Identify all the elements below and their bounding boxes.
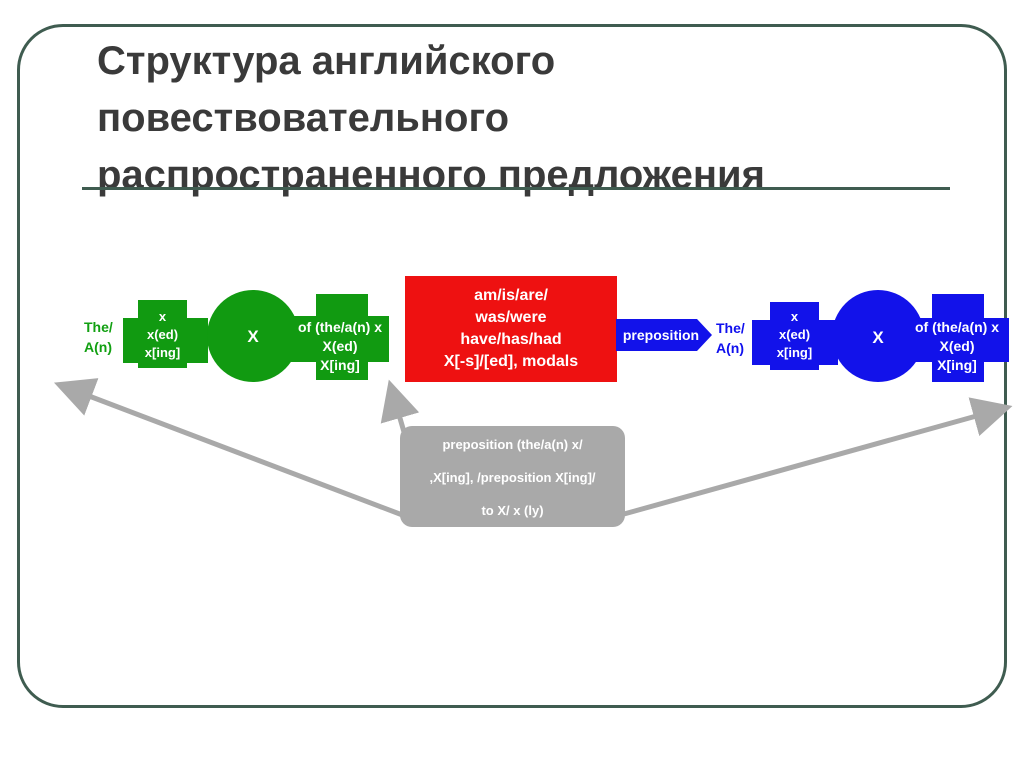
preposition-arrow-label: preposition xyxy=(622,327,700,343)
right-premodifier: x x(ed) x[ing] xyxy=(770,308,819,362)
premodifier-line: x xyxy=(790,309,799,324)
left-head-label: X xyxy=(247,327,259,346)
arrow-to-verb xyxy=(380,379,420,433)
premodifier-line: x[ing] xyxy=(776,345,813,360)
title-line: повествовательного xyxy=(97,96,510,140)
adverbial-line: preposition (the/a(n) x/ xyxy=(442,437,583,452)
adverbial-box: preposition (the/a(n) x/ ,X[ing], /prepo… xyxy=(400,428,625,527)
adverbial-line: to X/ x (ly) xyxy=(481,503,544,518)
verb-line: was/were xyxy=(475,309,547,326)
postmodifier-line: X(ed) xyxy=(322,338,358,354)
verb-line: am/is/are/ xyxy=(474,287,548,304)
right-determiner: The/ A(n) xyxy=(716,318,745,358)
right-head-circle xyxy=(832,290,924,382)
left-head-circle xyxy=(207,290,299,382)
slide-frame xyxy=(17,24,1007,708)
title-underline xyxy=(82,187,950,190)
premodifier-line: x(ed) xyxy=(778,327,811,342)
left-premodifier: x x(ed) x[ing] xyxy=(138,308,187,362)
postmodifier-line: of (the/a(n) x xyxy=(298,319,382,335)
determiner-line: The/ xyxy=(84,319,113,335)
verb-box-shape xyxy=(405,276,617,382)
postmodifier-line: X[ing] xyxy=(320,357,360,373)
postmodifier-line: of (the/a(n) x xyxy=(915,319,999,335)
premodifier-line: x(ed) xyxy=(146,327,179,342)
verb-box: am/is/are/ was/were have/has/had X[-s]/[… xyxy=(405,285,617,373)
postmodifier-line: X[ing] xyxy=(937,357,977,373)
determiner-line: A(n) xyxy=(716,340,744,356)
arrow-to-object xyxy=(623,397,1013,517)
verb-line: have/has/had xyxy=(460,331,562,348)
right-postmod-block xyxy=(932,294,984,382)
postmodifier-line: X(ed) xyxy=(939,338,975,354)
title-line: Структура английского xyxy=(97,39,556,83)
determiner-line: A(n) xyxy=(84,339,112,355)
left-postmod-block xyxy=(316,294,368,380)
right-head-label: X xyxy=(872,328,884,347)
premodifier-line: x[ing] xyxy=(144,345,181,360)
verb-line: X[-s]/[ed], modals xyxy=(443,353,579,370)
right-noun-group xyxy=(752,290,1009,382)
premodifier-line: x xyxy=(158,309,167,324)
left-determiner: The/ A(n) xyxy=(84,317,113,357)
arrow-to-subject xyxy=(53,378,406,519)
left-premod-block xyxy=(138,300,187,368)
determiner-line: The/ xyxy=(716,320,745,336)
right-postmodifier: of (the/a(n) x X(ed) X[ing] xyxy=(905,318,1009,375)
adverbial-box-shape xyxy=(400,426,625,527)
preposition-arrow-shape xyxy=(616,319,712,351)
left-noun-group xyxy=(123,290,389,382)
adverbial-line: ,X[ing], /preposition X[ing]/ xyxy=(429,470,596,485)
right-premod-block xyxy=(770,302,819,370)
left-postmodifier: of (the/a(n) x X(ed) X[ing] xyxy=(291,318,389,375)
